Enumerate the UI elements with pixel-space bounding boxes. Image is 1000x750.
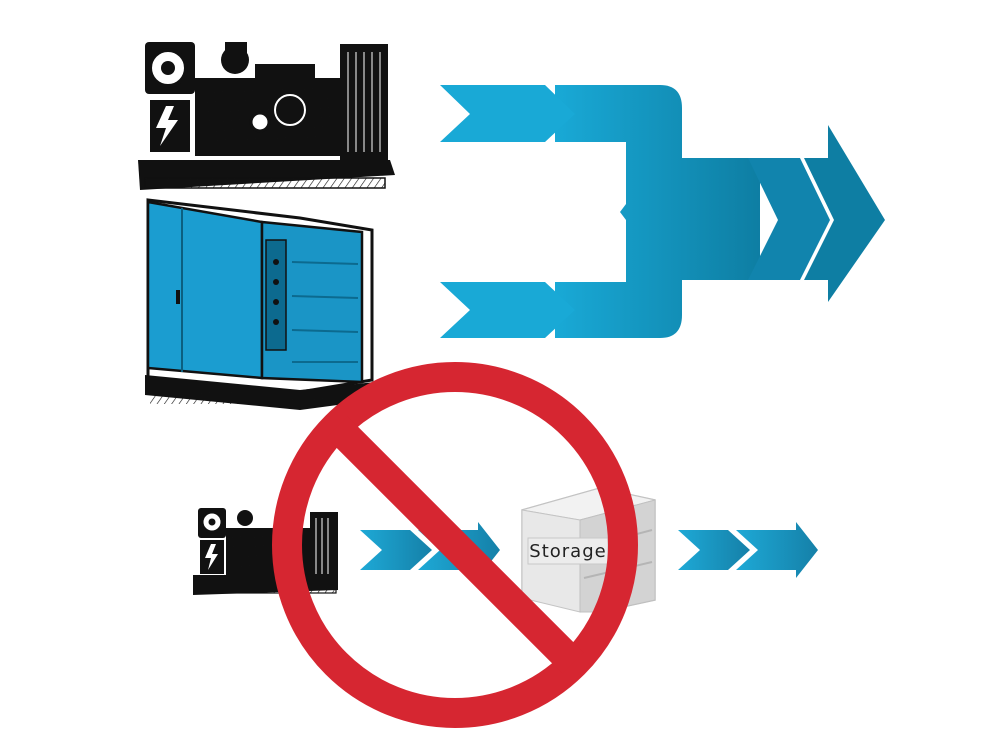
small-diesel-generator-icon bbox=[193, 508, 338, 595]
prohibition-sign-icon bbox=[272, 362, 638, 728]
merging-flow-arrow bbox=[440, 85, 885, 338]
diesel-generator-icon bbox=[138, 42, 395, 190]
storage-label: Storage bbox=[529, 541, 606, 562]
small-flow-arrow-right bbox=[678, 522, 818, 578]
blue-power-unit-icon bbox=[145, 198, 375, 410]
